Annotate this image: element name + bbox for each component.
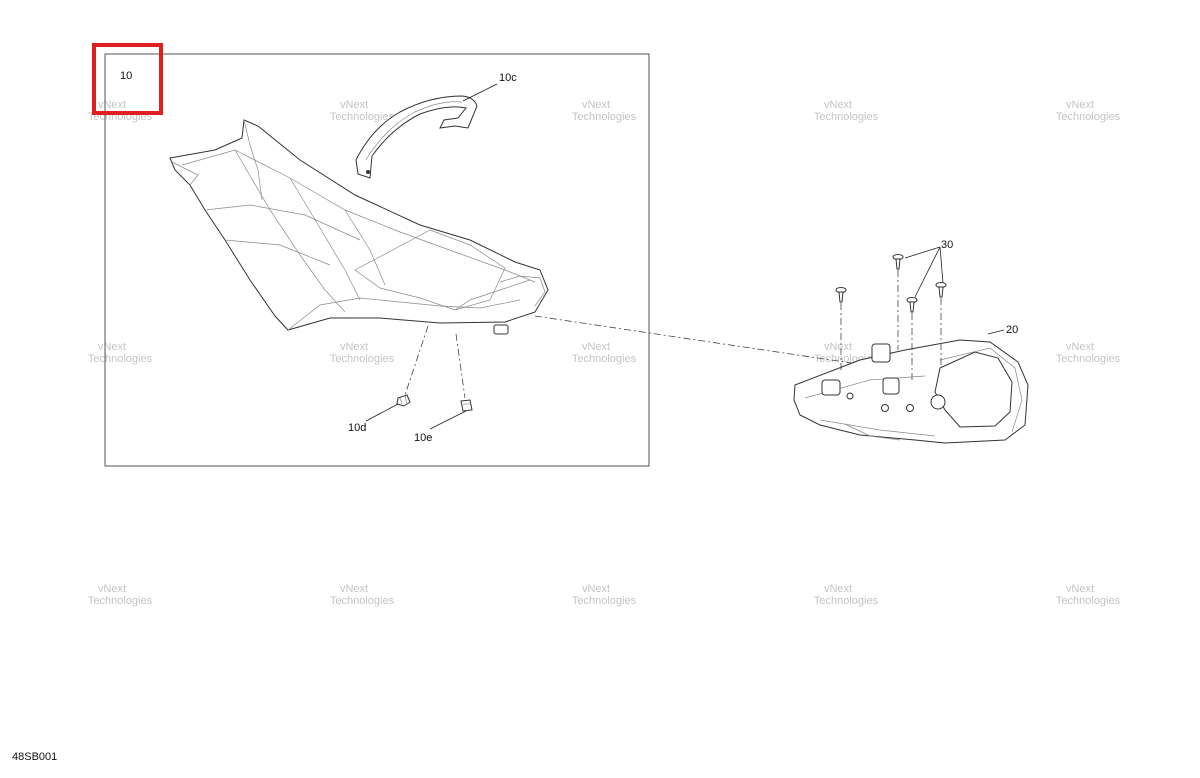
callout-10e[interactable]: 10e xyxy=(414,432,432,444)
connection-line xyxy=(534,315,886,369)
watermark-line1: vNext xyxy=(98,99,126,111)
watermark-line1: vNext xyxy=(340,341,368,353)
clip-right-leader xyxy=(429,410,467,430)
watermark-line1: vNext xyxy=(98,583,126,595)
watermark-line2: Technologies xyxy=(88,595,153,607)
clip-left-leader xyxy=(365,403,399,422)
watermark-line2: Technologies xyxy=(330,111,395,123)
strap-part[interactable] xyxy=(355,95,478,179)
strap-leader xyxy=(462,83,498,102)
selected-item-highlight[interactable] xyxy=(92,43,163,115)
watermark-line1: vNext xyxy=(824,341,852,353)
screw-leaders xyxy=(904,246,944,298)
callout-10[interactable]: 10 xyxy=(120,70,132,82)
callout-10d[interactable]: 10d xyxy=(348,422,366,434)
watermark-line1: vNext xyxy=(1066,341,1094,353)
watermark-line1: vNext xyxy=(1066,99,1094,111)
seat-drawing[interactable] xyxy=(169,119,549,335)
watermark-line1: vNext xyxy=(824,99,852,111)
watermark-line1: vNext xyxy=(582,583,610,595)
handle-leader xyxy=(987,329,1005,335)
watermark-line1: vNext xyxy=(340,99,368,111)
watermark-layer: vNextTechnologiesvNextTechnologiesvNextT… xyxy=(88,99,1121,607)
clip-left-part[interactable] xyxy=(396,394,411,407)
watermark-line1: vNext xyxy=(1066,583,1094,595)
clip-right-part[interactable] xyxy=(460,399,473,412)
screw-1[interactable] xyxy=(835,287,847,303)
watermark-line2: Technologies xyxy=(814,595,879,607)
watermark-line1: vNext xyxy=(582,99,610,111)
watermark-line1: vNext xyxy=(582,341,610,353)
watermark-line2: Technologies xyxy=(1056,595,1121,607)
screw-2[interactable] xyxy=(892,254,904,270)
clip-left-guide xyxy=(404,325,429,396)
callout-30[interactable]: 30 xyxy=(941,239,953,251)
grab-handle-part[interactable] xyxy=(793,339,1029,444)
watermark-line2: Technologies xyxy=(330,353,395,365)
clip-right-guide xyxy=(455,333,466,399)
drawing-code: 48SB001 xyxy=(12,751,57,763)
watermark-line1: vNext xyxy=(98,341,126,353)
callout-20[interactable]: 20 xyxy=(1006,324,1018,336)
screw-3[interactable] xyxy=(906,297,918,313)
watermark-line2: Technologies xyxy=(330,595,395,607)
watermark-line2: Technologies xyxy=(572,111,637,123)
screw-4[interactable] xyxy=(935,282,947,298)
watermark-line2: Technologies xyxy=(88,353,153,365)
watermark-line2: Technologies xyxy=(572,595,637,607)
watermark-line1: vNext xyxy=(340,583,368,595)
watermark-line2: Technologies xyxy=(814,111,879,123)
watermark-line2: Technologies xyxy=(1056,111,1121,123)
seat-assembly-frame xyxy=(104,53,650,467)
callout-10c[interactable]: 10c xyxy=(499,72,517,84)
watermark-line2: Technologies xyxy=(572,353,637,365)
watermark-line1: vNext xyxy=(824,583,852,595)
watermark-line2: Technologies xyxy=(1056,353,1121,365)
